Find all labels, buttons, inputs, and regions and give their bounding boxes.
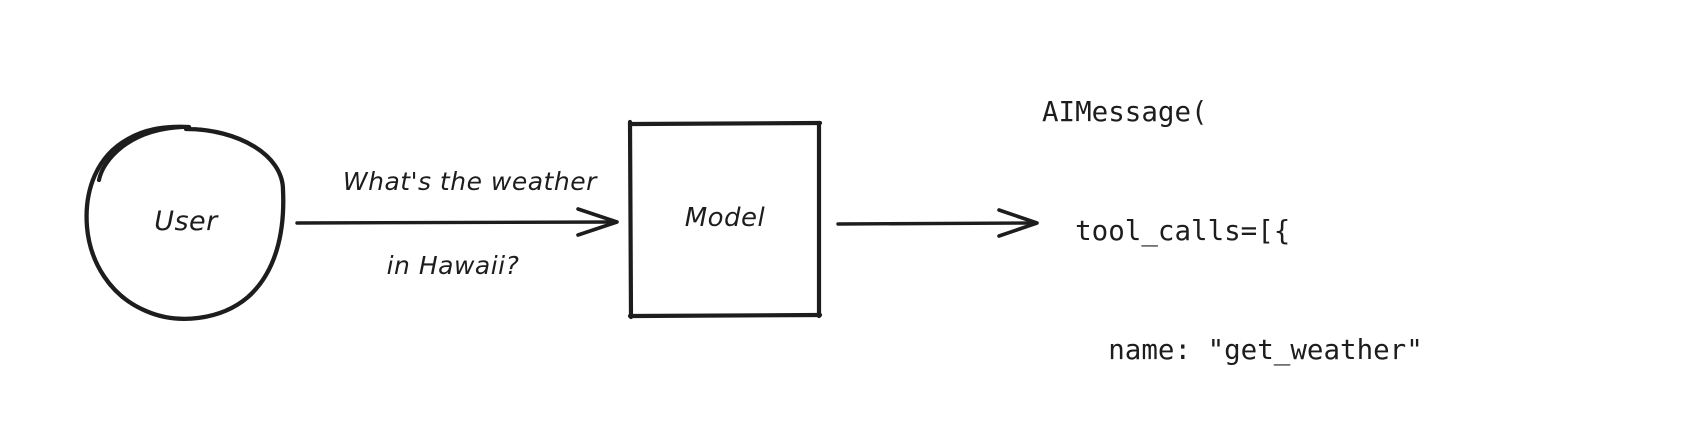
arrow-user-to-model bbox=[295, 207, 619, 237]
edge-label-user-to-model: What's the weather in Hawaii? bbox=[278, 119, 628, 371]
code-line: name: "get_weather" bbox=[1042, 333, 1423, 366]
user-node-circle[interactable] bbox=[84, 124, 286, 321]
ai-message-code-block: AIMessage( tool_calls=[{ name: "get_weat… bbox=[1042, 14, 1456, 432]
edge-label-line-1: What's the weather bbox=[342, 167, 597, 196]
arrow-model-to-output bbox=[836, 208, 1039, 238]
edge-label-line-2: in Hawaii? bbox=[386, 251, 520, 280]
code-line: tool_calls=[{ bbox=[1042, 214, 1291, 247]
user-node-label: User bbox=[154, 206, 218, 237]
model-node-label: Model bbox=[684, 203, 766, 233]
code-line: AIMessage( bbox=[1042, 96, 1208, 129]
model-node-box[interactable] bbox=[627, 119, 823, 320]
